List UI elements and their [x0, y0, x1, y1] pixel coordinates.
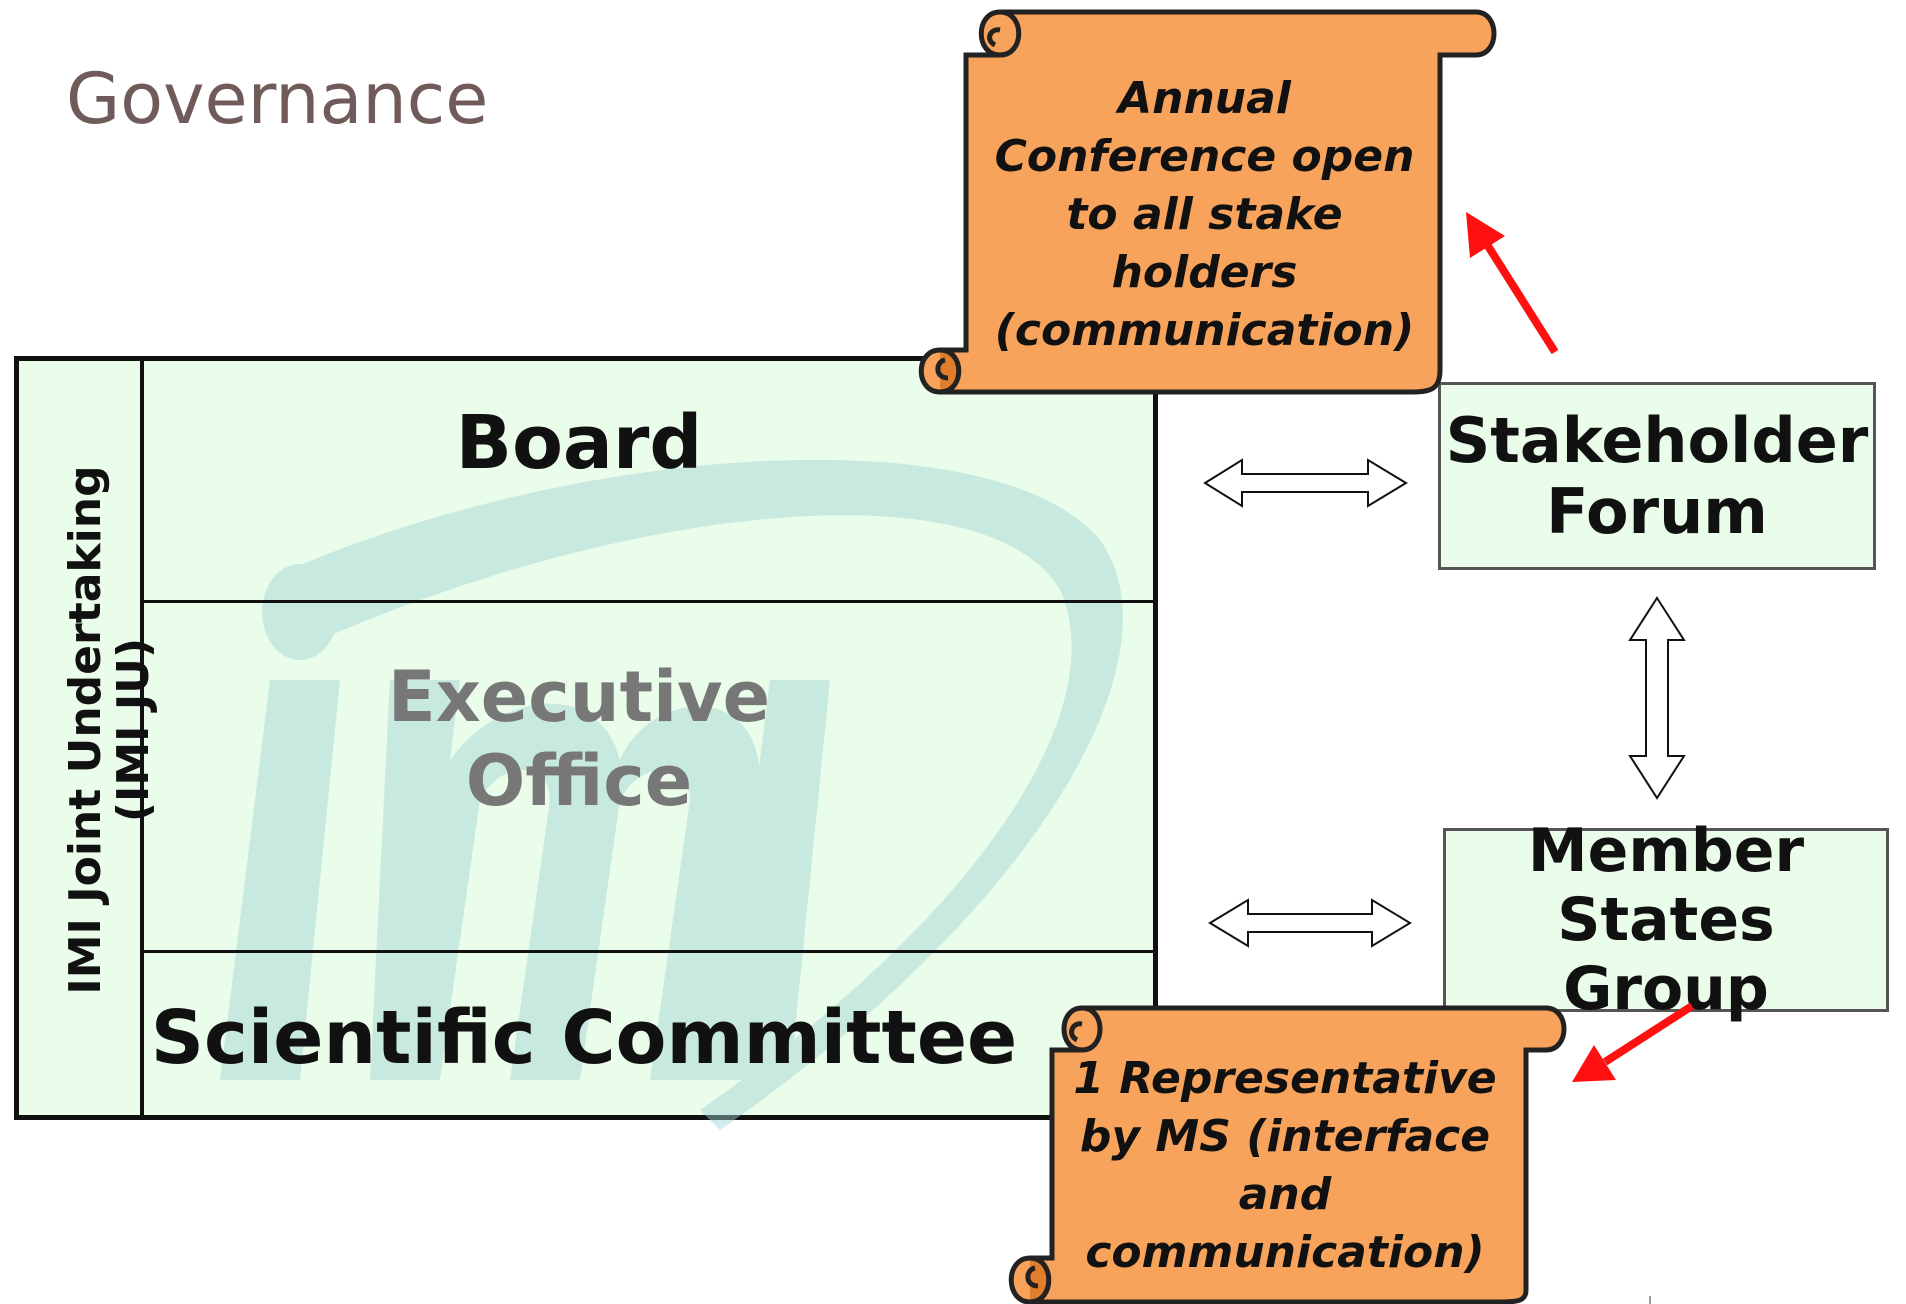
imi-ju-box: [14, 356, 1158, 1120]
logo-ellipse: [262, 564, 338, 660]
executive-line2: Office: [465, 740, 693, 822]
member-line2: Group: [1563, 953, 1769, 1024]
annual-line1: Annual: [1118, 73, 1291, 124]
executive-office-label: Executive Office: [144, 655, 1014, 823]
rep-line2: by MS (interface: [1079, 1111, 1491, 1163]
annual-line4: holders: [1111, 247, 1298, 299]
executive-line1: Executive: [387, 656, 771, 738]
scientific-committee-label: Scientific Committee: [150, 995, 1018, 1081]
stakeholder-line1: Stakeholder: [1445, 403, 1869, 477]
annual-line3: to all stake: [1066, 189, 1343, 241]
logo-swoosh: [300, 459, 1123, 1130]
rep-line3: and: [1238, 1169, 1332, 1221]
annual-line5: (communication): [994, 305, 1415, 357]
double-arrow-board-stakeholder: [1203, 458, 1408, 508]
red-arrow-to-representative: [1572, 1002, 1695, 1082]
annual-line2: Conference open: [994, 131, 1415, 183]
red-arrow-to-annual-conference: [1466, 212, 1559, 355]
logo-letter-i: [220, 680, 340, 1080]
divider-board-executive: [144, 600, 1158, 603]
annual-conference-text: Annual Conference open to all stake hold…: [962, 70, 1447, 360]
logo-letter-m: [370, 680, 760, 1080]
annual-conference-scroll: [918, 9, 1497, 395]
double-arrow-stakeholder-member: [1628, 596, 1686, 800]
logo-letter-i2: [720, 680, 830, 1080]
imi-ju-label-column: [14, 356, 144, 1120]
representative-scroll: [1008, 1005, 1567, 1304]
rep-line1: 1 Representative: [1073, 1053, 1497, 1104]
board-label: Board: [455, 400, 703, 486]
divider-executive-scientific: [144, 950, 1158, 953]
double-arrow-ju-member: [1208, 898, 1412, 948]
stakeholder-line2: Forum: [1546, 475, 1768, 548]
rep-line4: communication): [1085, 1227, 1485, 1279]
stakeholder-forum-box: Stakeholder Forum: [1438, 382, 1876, 570]
representative-text: 1 Representative by MS (interface and co…: [1050, 1050, 1520, 1282]
member-states-group-box: Member States Group: [1443, 816, 1889, 1023]
member-line1: Member States: [1527, 815, 1805, 955]
page-title: Governance: [66, 58, 489, 140]
